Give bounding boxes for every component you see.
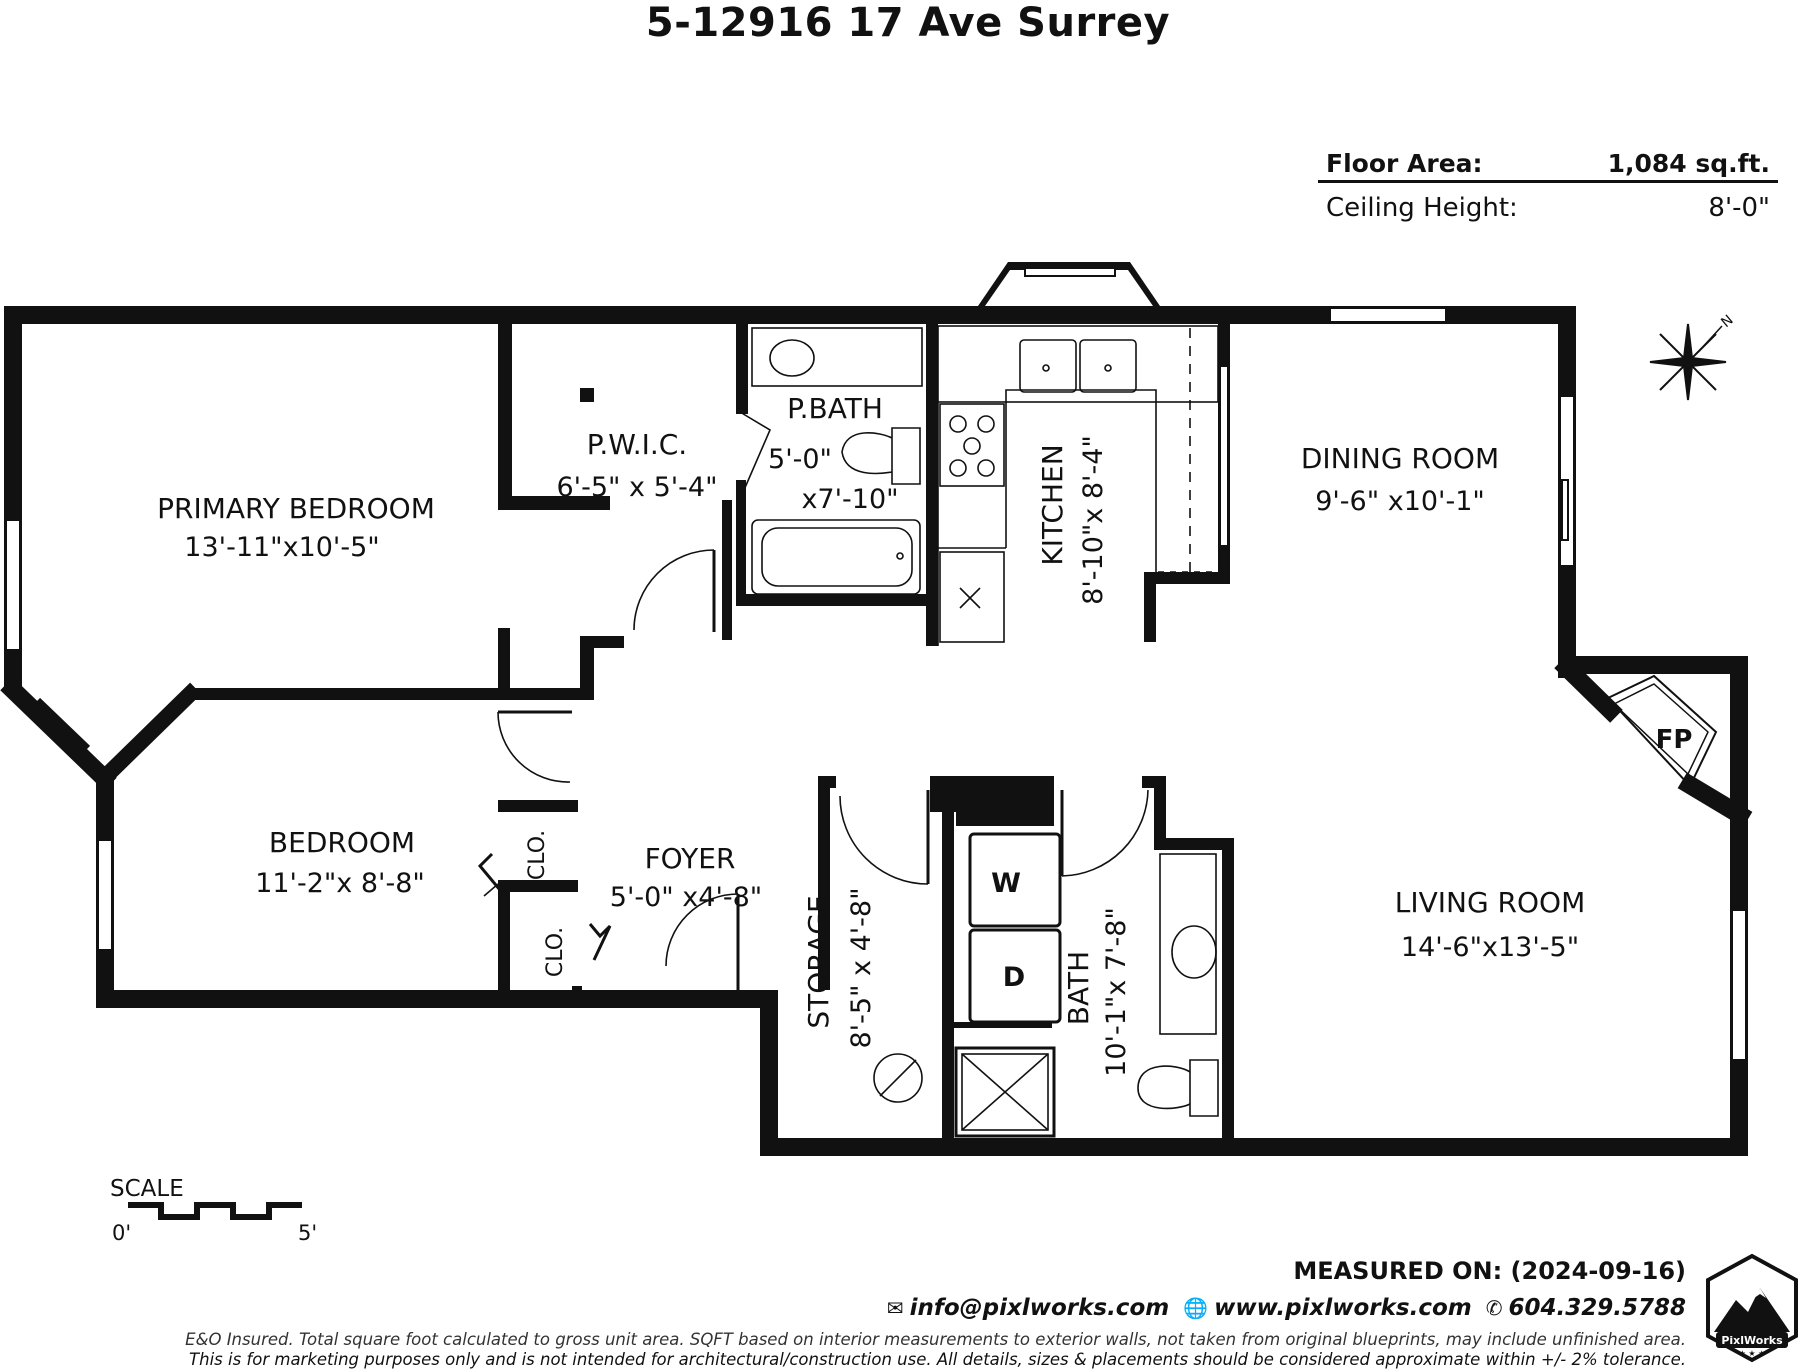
door-swings bbox=[477, 411, 1718, 990]
pwic-dims: 6'-5" x 5'-4" bbox=[556, 472, 717, 503]
globe-icon: 🌐 bbox=[1183, 1296, 1209, 1320]
bath-name: BATH bbox=[1062, 951, 1095, 1025]
logo-text: PixlWorks bbox=[1721, 1334, 1783, 1347]
compass: N bbox=[1649, 312, 1737, 401]
phone-icon: ✆ bbox=[1485, 1296, 1503, 1320]
compass-north-label: N bbox=[1718, 312, 1736, 331]
measured-on: MEASURED ON: (2024-09-16) bbox=[1293, 1257, 1686, 1285]
angled-walls bbox=[0, 655, 1753, 828]
plan-title: 5-12916 17 Ave Surrey bbox=[645, 0, 1171, 46]
contact-website[interactable]: www.pixlworks.com bbox=[1214, 1295, 1472, 1321]
pwic-name: P.W.I.C. bbox=[587, 428, 687, 461]
scale-start: 0' bbox=[112, 1221, 131, 1245]
contact-phone[interactable]: 604.329.5788 bbox=[1508, 1295, 1686, 1321]
pixlworks-logo: PixlWorks ★ ★ ★ bbox=[1706, 1253, 1798, 1363]
dining-room-name: DINING ROOM bbox=[1301, 442, 1499, 475]
primary-bedroom-name: PRIMARY BEDROOM bbox=[157, 492, 435, 525]
ceiling-height-label: Ceiling Height: bbox=[1326, 193, 1518, 223]
floor-area-value: 1,084 sq.ft. bbox=[1607, 149, 1770, 178]
ceiling-height-row: Ceiling Height: 8'-0" bbox=[1318, 183, 1778, 223]
disclaimer-line-1: E&O Insured. Total square foot calculate… bbox=[185, 1330, 1686, 1349]
pbath-dims-1: 5'-0" bbox=[768, 444, 832, 475]
floor-area-label: Floor Area: bbox=[1326, 149, 1483, 178]
fireplace-label: FP bbox=[1656, 725, 1693, 755]
area-summary: Floor Area: 1,084 sq.ft. Ceiling Height:… bbox=[1318, 142, 1778, 223]
scale-end: 5' bbox=[298, 1221, 317, 1245]
ceiling-height-value: 8'-0" bbox=[1708, 193, 1770, 223]
disclaimer-line-2: This is for marketing purposes only and … bbox=[189, 1350, 1686, 1369]
dryer-label: D bbox=[1003, 962, 1025, 993]
storage-name: STORAGE bbox=[802, 895, 835, 1028]
contact-line: ✉info@pixlworks.com 🌐www.pixlworks.com ✆… bbox=[887, 1295, 1686, 1321]
laundry-shelf bbox=[956, 812, 1054, 826]
closet-label-2: CLO. bbox=[543, 927, 568, 977]
closet-label-1: CLO. bbox=[525, 830, 550, 880]
pbath-dims-2: x7'-10" bbox=[801, 484, 898, 515]
washer-label: W bbox=[991, 868, 1021, 899]
floor-area-row: Floor Area: 1,084 sq.ft. bbox=[1318, 142, 1778, 183]
foyer-name: FOYER bbox=[645, 842, 736, 875]
room-labels: PRIMARY BEDROOM 13'-11"x10'-5" P.W.I.C. … bbox=[157, 392, 1692, 1077]
storage-dims: 8'-5" x 4'-8" bbox=[846, 887, 877, 1048]
pbath-name: P.BATH bbox=[787, 392, 883, 425]
living-room-dims: 14'-6"x13'-5" bbox=[1401, 932, 1579, 963]
bay-window bbox=[978, 262, 1160, 306]
foyer-dims: 5'-0" x4'-8" bbox=[610, 882, 762, 913]
scale-bar: SCALE 0' 5' bbox=[110, 1176, 317, 1245]
bedroom-dims: 11'-2"x 8'-8" bbox=[255, 868, 425, 899]
kitchen-name: KITCHEN bbox=[1036, 444, 1069, 565]
scale-label: SCALE bbox=[110, 1176, 184, 1202]
fixtures bbox=[751, 325, 1219, 1138]
email-icon: ✉ bbox=[886, 1296, 904, 1320]
windows bbox=[5, 307, 1747, 1061]
primary-bedroom-dims: 13'-11"x10'-5" bbox=[184, 532, 379, 563]
contact-email[interactable]: info@pixlworks.com bbox=[909, 1295, 1170, 1321]
bedroom-name: BEDROOM bbox=[269, 826, 415, 859]
bath-dims: 10'-1"x 7'-8" bbox=[1101, 907, 1132, 1077]
dining-room-dims: 9'-6" x10'-1" bbox=[1315, 486, 1485, 517]
logo-stars-icon: ★ ★ ★ bbox=[1739, 1349, 1766, 1358]
living-room-name: LIVING ROOM bbox=[1395, 886, 1586, 919]
kitchen-dims: 8'-10"x 8'-4" bbox=[1078, 435, 1109, 605]
